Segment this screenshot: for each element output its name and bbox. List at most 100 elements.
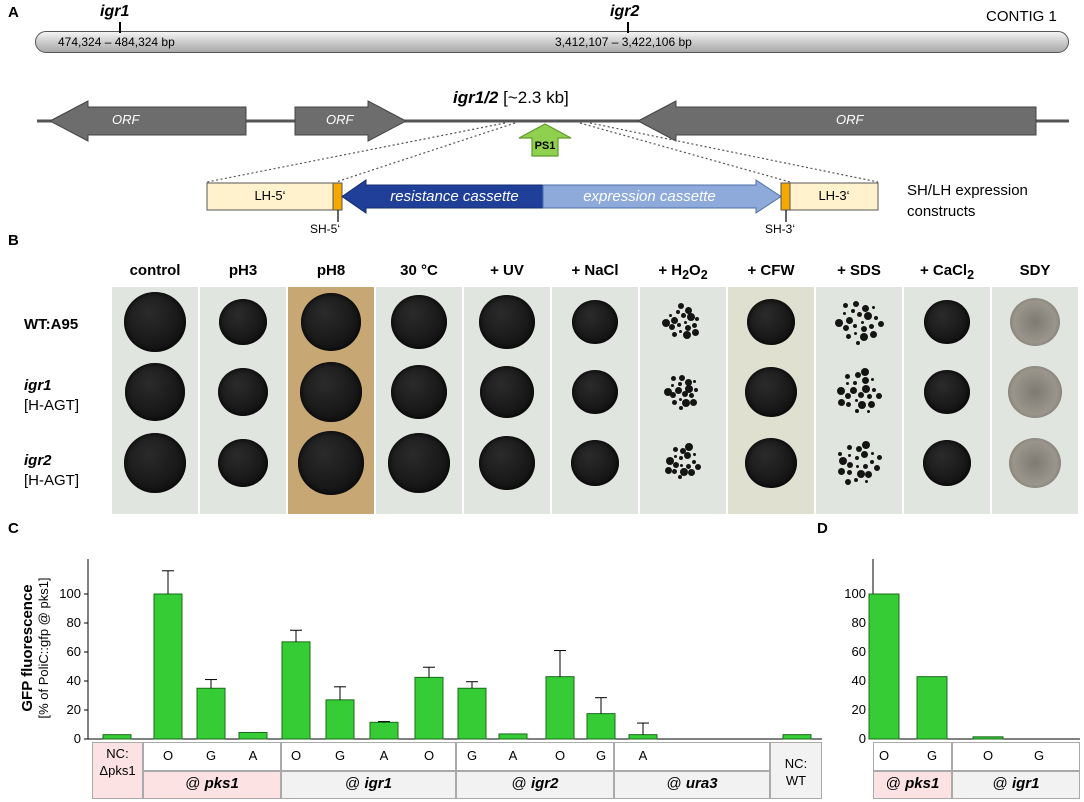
- colony-fragment: [678, 330, 682, 334]
- locus-title: igr1/2 [~2.3 kb]: [453, 88, 569, 108]
- colony-fragment: [683, 330, 692, 339]
- colony: [1009, 438, 1061, 488]
- colony-fragment: [693, 380, 697, 384]
- colony-fragment: [845, 316, 853, 324]
- colony-fragment: [877, 321, 884, 328]
- colony-fragment: [684, 378, 692, 386]
- bar: [586, 713, 616, 740]
- colony-fragment: [673, 455, 677, 459]
- condition-h2o2-letter: O: [689, 262, 701, 279]
- bar: [196, 687, 226, 740]
- bar: [916, 676, 948, 740]
- colony-fragment: [679, 406, 684, 411]
- colony-fragment: [678, 397, 682, 401]
- colony-fragment: [857, 391, 864, 398]
- colony-fragment: [838, 467, 846, 475]
- colony-fragment: [844, 373, 850, 379]
- colony-fragment: [876, 454, 882, 460]
- condition-30c: 30 °C: [400, 262, 438, 279]
- x-category-label: O: [290, 748, 302, 763]
- c-xlabels-igr1: [281, 742, 456, 771]
- colony: [572, 299, 618, 345]
- colony-fragment: [691, 460, 696, 465]
- colony: [479, 436, 535, 490]
- x-category-label: G: [334, 748, 346, 763]
- colony-fragment: [871, 378, 875, 382]
- colony: [391, 365, 447, 419]
- colony-fragment: [854, 332, 858, 336]
- colony-fragment: [853, 380, 858, 385]
- y-tick-label: 100: [844, 586, 866, 601]
- colony: [300, 362, 362, 422]
- condition-control: control: [129, 262, 181, 279]
- colony-fragment: [860, 367, 869, 376]
- colony-fragment: [870, 330, 878, 338]
- colony-fragment: [849, 387, 857, 395]
- colony-fragment: [680, 468, 689, 477]
- igr1-marker-label: igr1: [100, 3, 130, 20]
- colony-fragment: [870, 451, 874, 455]
- colony-fragment: [679, 374, 686, 381]
- nc-right-sub: WT: [785, 773, 807, 788]
- colony-fragment: [674, 387, 682, 395]
- colony-fragment: [846, 334, 852, 340]
- bar: [325, 699, 355, 740]
- group-label-ura3: @ ura3: [666, 775, 718, 792]
- colony-fragment: [680, 464, 684, 468]
- colony-fragment: [838, 451, 843, 456]
- colony: [124, 433, 186, 493]
- colony-fragment: [662, 318, 671, 327]
- condition-cacl2-text: + CaCl: [919, 262, 968, 279]
- sh3-label: SH-3‘: [765, 222, 796, 236]
- nc-left-cell: [92, 742, 143, 799]
- igr1-marker-tick: [119, 22, 121, 33]
- colony-fragment: [861, 325, 868, 332]
- colony-fragment: [852, 323, 857, 328]
- panel-label-b: B: [8, 232, 19, 249]
- d-xlabels-pks1: [873, 742, 952, 771]
- colony-fragment: [847, 461, 854, 468]
- colony-fragment: [670, 375, 676, 381]
- colony-fragment: [867, 400, 875, 408]
- x-category-label: A: [638, 748, 648, 763]
- colony-fragment: [681, 313, 687, 319]
- colony-fragment: [684, 452, 692, 460]
- colony: [391, 295, 447, 349]
- colony-fragment: [686, 312, 695, 321]
- y-tick-label: 0: [859, 731, 866, 744]
- colony-fragment: [672, 468, 678, 474]
- group-label-igr2: @ igr2: [511, 775, 559, 792]
- colony-fragment: [855, 455, 860, 460]
- colony-fragment: [692, 453, 696, 457]
- strain-igr2-name: igr2: [24, 452, 52, 469]
- c-xlabels-ura3: [614, 742, 770, 771]
- colony-fragment: [679, 456, 684, 461]
- colony-fragment: [689, 393, 695, 399]
- colony-fragment: [854, 408, 859, 413]
- colony-fragment: [866, 394, 872, 400]
- colony-fragment: [844, 478, 851, 485]
- colony: [218, 368, 268, 416]
- igr2-range: 3,412,107 – 3,422,106 bp: [555, 35, 692, 49]
- condition-cfw: + CFW: [747, 262, 795, 279]
- bar: [238, 731, 268, 740]
- colony-fragment: [858, 401, 867, 410]
- colony: [480, 366, 534, 418]
- colony: [747, 298, 795, 346]
- bar: [281, 641, 311, 740]
- colony: [298, 431, 364, 495]
- colony-fragment: [854, 398, 858, 402]
- y-tick-label: 20: [852, 702, 866, 717]
- igr2-marker-tick: [627, 22, 629, 33]
- colony-fragment: [839, 457, 848, 466]
- d-xlabels-igr1: [952, 742, 1080, 771]
- x-category-label: A: [379, 748, 389, 763]
- colony-fragment: [853, 300, 860, 307]
- colony: [1010, 298, 1060, 346]
- bar: [972, 736, 1004, 740]
- colony: [124, 292, 186, 352]
- colony-fragment: [695, 464, 702, 471]
- x-category-label: G: [466, 748, 478, 763]
- colony-fragment: [693, 388, 698, 393]
- x-category-label: G: [205, 748, 217, 763]
